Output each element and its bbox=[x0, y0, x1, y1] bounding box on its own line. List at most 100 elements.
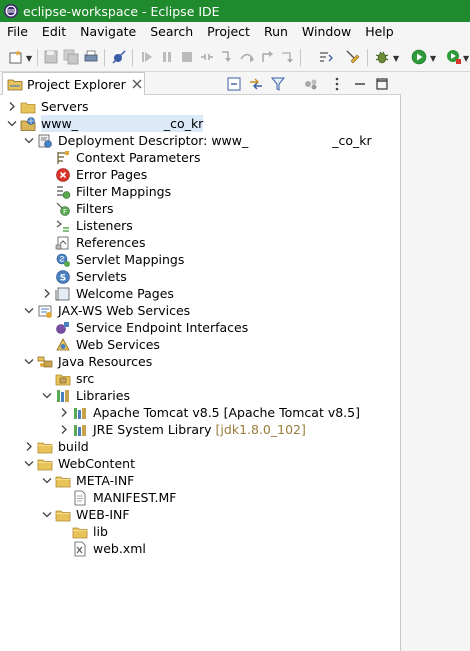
toolbar-separator bbox=[37, 49, 38, 66]
step-over-icon[interactable] bbox=[239, 49, 255, 65]
expanded-chevron-icon[interactable] bbox=[23, 455, 35, 472]
collapsed-chevron-icon[interactable] bbox=[58, 404, 70, 421]
tree-node-web-inf[interactable]: WEB-INF bbox=[41, 506, 130, 523]
link-with-editor-icon[interactable] bbox=[248, 76, 264, 92]
run-icon[interactable] bbox=[411, 49, 427, 65]
menu-window[interactable]: Window bbox=[301, 24, 352, 39]
tree-node-jax-ws[interactable]: JAX-WS Web Services bbox=[23, 302, 190, 319]
tree-node-libraries[interactable]: Libraries bbox=[41, 387, 130, 404]
window-title-bar: eclipse-workspace - Eclipse IDE bbox=[0, 0, 470, 22]
view-menu-icon[interactable] bbox=[329, 76, 345, 92]
expanded-chevron-icon[interactable] bbox=[23, 353, 35, 370]
menu-navigate[interactable]: Navigate bbox=[80, 24, 137, 39]
coverage-icon[interactable] bbox=[446, 49, 462, 65]
skip-breakpoints-icon[interactable] bbox=[111, 49, 127, 65]
suspend-icon[interactable] bbox=[159, 49, 175, 65]
new-dropdown-chevron-icon[interactable]: ▼ bbox=[26, 54, 33, 63]
tab-project-explorer[interactable]: Project Explorer bbox=[2, 72, 145, 95]
external-tools-icon[interactable] bbox=[345, 49, 361, 65]
source-folder-icon bbox=[55, 371, 71, 387]
tree-node-error-pages[interactable]: Error Pages bbox=[41, 166, 147, 183]
service-endpoint-icon bbox=[55, 320, 71, 336]
resume-icon[interactable] bbox=[139, 49, 155, 65]
collapsed-chevron-icon[interactable] bbox=[41, 285, 53, 302]
menu-bar: File Edit Navigate Search Project Run Wi… bbox=[0, 22, 470, 42]
toolbar-separator bbox=[132, 49, 133, 66]
close-icon[interactable] bbox=[132, 79, 142, 89]
collapsed-chevron-icon[interactable] bbox=[6, 98, 18, 115]
tree-node-label: Filter Mappings bbox=[76, 184, 172, 199]
menu-search[interactable]: Search bbox=[150, 24, 194, 39]
collapse-all-icon[interactable] bbox=[226, 76, 242, 92]
terminate-icon[interactable] bbox=[179, 49, 195, 65]
tree-node-label: META-INF bbox=[76, 473, 135, 488]
tree-node-filters[interactable]: Filters bbox=[41, 200, 113, 217]
tree-node-label: Web Services bbox=[76, 337, 160, 352]
tree-node-servlet-mappings[interactable]: Servlet Mappings bbox=[41, 251, 184, 268]
filter-mapping-icon bbox=[55, 184, 71, 200]
expanded-chevron-icon[interactable] bbox=[23, 132, 35, 149]
tree-node-servers[interactable]: Servers bbox=[6, 98, 89, 115]
disconnect-icon[interactable] bbox=[199, 49, 215, 65]
drop-to-frame-icon[interactable] bbox=[279, 49, 295, 65]
editor-area bbox=[401, 72, 470, 651]
menu-help[interactable]: Help bbox=[365, 24, 394, 39]
tree-node-servlets[interactable]: Servlets bbox=[41, 268, 127, 285]
tree-node-filter-mappings[interactable]: Filter Mappings bbox=[41, 183, 171, 200]
tree-node-jre-library[interactable]: JRE System Library [jdk1.8.0_102] bbox=[58, 421, 306, 438]
step-return-icon[interactable] bbox=[259, 49, 275, 65]
tree-node-java-resources[interactable]: Java Resources bbox=[23, 353, 152, 370]
save-icon[interactable] bbox=[43, 49, 59, 65]
tree-node-src[interactable]: src bbox=[41, 370, 94, 387]
save-all-icon[interactable] bbox=[63, 49, 79, 65]
tree-node-label: Servlets bbox=[76, 269, 127, 284]
minimize-icon[interactable] bbox=[352, 76, 368, 92]
new-wizard-icon[interactable] bbox=[8, 49, 24, 65]
tree-node-service-endpoint-interfaces[interactable]: Service Endpoint Interfaces bbox=[41, 319, 248, 336]
tree-node-webcontent[interactable]: WebContent bbox=[23, 455, 135, 472]
tree-node-label: Context Parameters bbox=[76, 150, 201, 165]
menu-file[interactable]: File bbox=[7, 24, 28, 39]
tree-node-label: JRE System Library bbox=[93, 422, 212, 437]
menu-edit[interactable]: Edit bbox=[41, 24, 67, 39]
tree-node-deployment-descriptor[interactable]: Deployment Descriptor: www__co_kr bbox=[23, 132, 372, 149]
use-step-filters-icon[interactable] bbox=[318, 49, 334, 65]
maximize-icon[interactable] bbox=[374, 76, 390, 92]
print-icon[interactable] bbox=[83, 49, 99, 65]
expanded-chevron-icon[interactable] bbox=[41, 472, 53, 489]
context-parameters-icon bbox=[55, 150, 71, 166]
focus-icon[interactable] bbox=[303, 76, 319, 92]
collapsed-chevron-icon[interactable] bbox=[23, 438, 35, 455]
jax-ws-icon bbox=[37, 303, 53, 319]
error-icon bbox=[55, 167, 71, 183]
filter-icon[interactable] bbox=[270, 76, 286, 92]
collapsed-chevron-icon[interactable] bbox=[58, 421, 70, 438]
menu-project[interactable]: Project bbox=[207, 24, 250, 39]
tree-node-build[interactable]: build bbox=[23, 438, 89, 455]
tree-node-context-parameters[interactable]: Context Parameters bbox=[41, 149, 201, 166]
tree-node-project[interactable]: www__co_kr bbox=[6, 115, 204, 132]
tree-node-welcome-pages[interactable]: Welcome Pages bbox=[41, 285, 174, 302]
tree-node-tomcat-library[interactable]: Apache Tomcat v8.5 [Apache Tomcat v8.5] bbox=[58, 404, 360, 421]
tree-node-manifest[interactable]: MANIFEST.MF bbox=[58, 489, 177, 506]
tree-node-web-services[interactable]: Web Services bbox=[41, 336, 160, 353]
menu-run[interactable]: Run bbox=[263, 24, 288, 39]
tree-node-web-xml[interactable]: web.xml bbox=[58, 540, 146, 557]
tree-node-label: lib bbox=[93, 524, 108, 539]
debug-dropdown-chevron-icon[interactable]: ▼ bbox=[393, 54, 400, 63]
expanded-chevron-icon[interactable] bbox=[23, 302, 35, 319]
tree-node-listeners[interactable]: Listeners bbox=[41, 217, 133, 234]
tree-node-label: Deployment Descriptor: www__co_kr bbox=[58, 132, 372, 149]
tree-node-references[interactable]: References bbox=[41, 234, 145, 251]
step-into-icon[interactable] bbox=[219, 49, 235, 65]
debug-icon[interactable] bbox=[374, 49, 390, 65]
welcome-pages-icon bbox=[55, 286, 71, 302]
run-dropdown-chevron-icon[interactable]: ▼ bbox=[430, 54, 437, 63]
tree-node-meta-inf[interactable]: META-INF bbox=[41, 472, 134, 489]
expanded-chevron-icon[interactable] bbox=[41, 506, 53, 523]
coverage-dropdown-chevron-icon[interactable]: ▼ bbox=[463, 54, 470, 63]
folder-open-icon bbox=[55, 473, 71, 489]
tree-node-lib[interactable]: lib bbox=[58, 523, 108, 540]
expanded-chevron-icon[interactable] bbox=[41, 387, 53, 404]
expanded-chevron-icon[interactable] bbox=[6, 115, 18, 132]
